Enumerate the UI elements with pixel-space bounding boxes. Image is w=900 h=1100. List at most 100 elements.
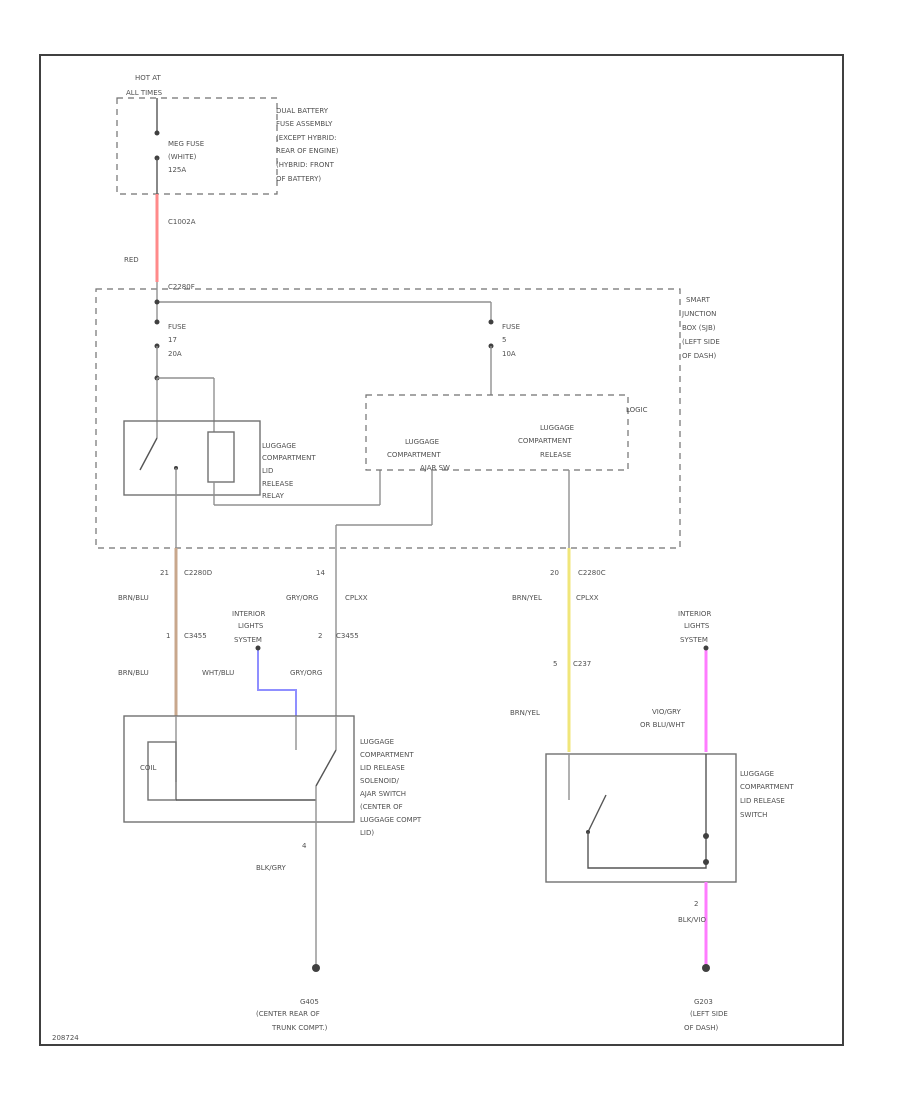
left-color-2: BRN/BLU [118, 669, 149, 677]
release-switch-box [545, 753, 737, 883]
ajar-label-1: LUGGAGE [405, 438, 439, 446]
relay-label-2: COMPARTMENT [262, 454, 316, 462]
left-c3455b: C3455 [336, 632, 359, 640]
relay-label-1: LUGGAGE [262, 442, 296, 450]
fuse-box-desc-5: (HYBRID: FRONT [276, 161, 335, 169]
conn-c2280c: C2280C [578, 569, 606, 577]
g203-label-3: OF DASH) [684, 1024, 719, 1032]
g203-ground-dot [702, 964, 710, 972]
cplxx-left: CPLXX [345, 594, 368, 602]
gry-org-label: GRY/ORG [286, 594, 318, 602]
right-color-1: BRN/YEL [512, 594, 542, 602]
solenoid-coil [147, 741, 177, 801]
cplxx-right: CPLXX [576, 594, 599, 602]
diagram-frame [39, 54, 844, 1046]
right-conn-5: 5 [553, 660, 557, 668]
wht-blu-dot [255, 645, 261, 651]
fuse5-label-1: FUSE [502, 323, 520, 331]
release-ground-color: BLK/VIO [678, 916, 707, 924]
fuse-box-desc-3: (EXCEPT HYBRID: [276, 134, 337, 142]
vio-gry-dot [703, 645, 709, 651]
left-conn-2: 2 [318, 632, 322, 640]
ajar-label-2: COMPARTMENT [387, 451, 441, 459]
release-pin-2: 2 [694, 900, 698, 908]
right-c237: C237 [573, 660, 591, 668]
fuse-box-desc-4: REAR OF ENGINE) [276, 147, 339, 155]
release-label-1: LUGGAGE [740, 770, 774, 778]
release-label-2: COMPARTMENT [740, 783, 794, 791]
sjb-connector: C2280F [168, 283, 195, 291]
bus-dot [154, 299, 160, 305]
left-c3455: C3455 [184, 632, 207, 640]
solenoid-label-1: LUGGAGE [360, 738, 394, 746]
figure-id: 208724 [52, 1034, 79, 1042]
sjb-desc-5: OF DASH) [682, 352, 717, 360]
wht-blu-label: WHT/BLU [202, 669, 234, 677]
solenoid-ground-color: BLK/GRY [256, 864, 286, 872]
interior-right-1: INTERIOR [678, 610, 711, 618]
meg-fuse-color: (WHITE) [168, 153, 197, 161]
logic-box [365, 394, 629, 471]
interior-left-3: SYSTEM [234, 636, 262, 644]
gry-org-label-2: GRY/ORG [290, 669, 322, 677]
violet-label-1: VIO/GRY [652, 708, 682, 716]
g203-label-1: G203 [694, 998, 713, 1006]
fuse-box-desc-6: OF BATTERY) [276, 175, 321, 183]
solenoid-label-2: COMPARTMENT [360, 751, 414, 759]
relay-coil [207, 431, 235, 483]
g405-label-3: TRUNK COMPT.) [271, 1024, 328, 1032]
g405-label-2: (CENTER REAR OF [256, 1010, 320, 1018]
release-node-1 [703, 833, 709, 839]
fuse17-dot-top [154, 319, 160, 325]
coil-label: COIL [140, 764, 156, 772]
solenoid-label-7: LUGGAGE COMPT [360, 816, 422, 824]
sjb-desc-4: (LEFT SIDE [682, 338, 720, 346]
solenoid-pin-4: 4 [302, 842, 307, 850]
solenoid-label-3: LID RELEASE [360, 764, 405, 772]
sjb-desc-3: BOX (SJB) [682, 324, 716, 332]
logic-label: LOGIC [626, 406, 648, 414]
g405-label-1: G405 [300, 998, 319, 1006]
sjb-outline [95, 288, 681, 549]
left-conn-1: 1 [166, 632, 170, 640]
meg-fuse-rating: 125A [168, 166, 186, 174]
release-switch-return [587, 754, 707, 869]
hot-label-1: HOT AT [135, 74, 162, 82]
solenoid-label-8: LID) [360, 829, 374, 837]
interior-left-2: LIGHTS [238, 622, 264, 630]
fuse17-label-3: 20A [168, 350, 182, 358]
fuse-box-desc-1: DUAL BATTERY [276, 107, 329, 115]
fuse5-dot-top [488, 319, 494, 325]
release-logic-1: LUGGAGE [540, 424, 574, 432]
release-label-3: LID RELEASE [740, 797, 785, 805]
interior-right-3: SYSTEM [680, 636, 708, 644]
solenoid-label-5: AJAR SWITCH [360, 790, 406, 798]
sjb-desc-1: SMART [686, 296, 711, 304]
fuse-box-desc-2: FUSE ASSEMBLY [276, 120, 333, 128]
fuse5-label-3: 10A [502, 350, 516, 358]
solenoid-box [123, 715, 355, 823]
feed-color: RED [124, 256, 139, 264]
violet-label-2: OR BLU/WHT [640, 721, 686, 729]
release-node-2 [703, 859, 709, 865]
relay-label-4: RELEASE [262, 480, 293, 488]
sjb-desc-2: JUNCTION [681, 310, 716, 318]
ajar-switch-blade [315, 749, 337, 787]
meg-fuse-label: MEG FUSE [168, 140, 204, 148]
pin-14: 14 [316, 569, 325, 577]
release-switch-blade [587, 794, 607, 833]
fuse-box-outline [116, 97, 278, 195]
g405-ground-dot [312, 964, 320, 972]
fuse-dot-top [154, 130, 160, 136]
hot-label-2: ALL TIMES [126, 89, 163, 97]
fuse17-label-1: FUSE [168, 323, 186, 331]
ajar-label-3: AJAR SW [420, 464, 450, 472]
feed-connector: C1002A [168, 218, 196, 226]
release-label-4: SWITCH [740, 811, 767, 819]
g203-label-2: (LEFT SIDE [690, 1010, 728, 1018]
fuse5-label-2: 5 [502, 336, 506, 344]
pin-21: 21 [160, 569, 169, 577]
relay-label-3: LID [262, 467, 273, 475]
left-color-1: BRN/BLU [118, 594, 149, 602]
